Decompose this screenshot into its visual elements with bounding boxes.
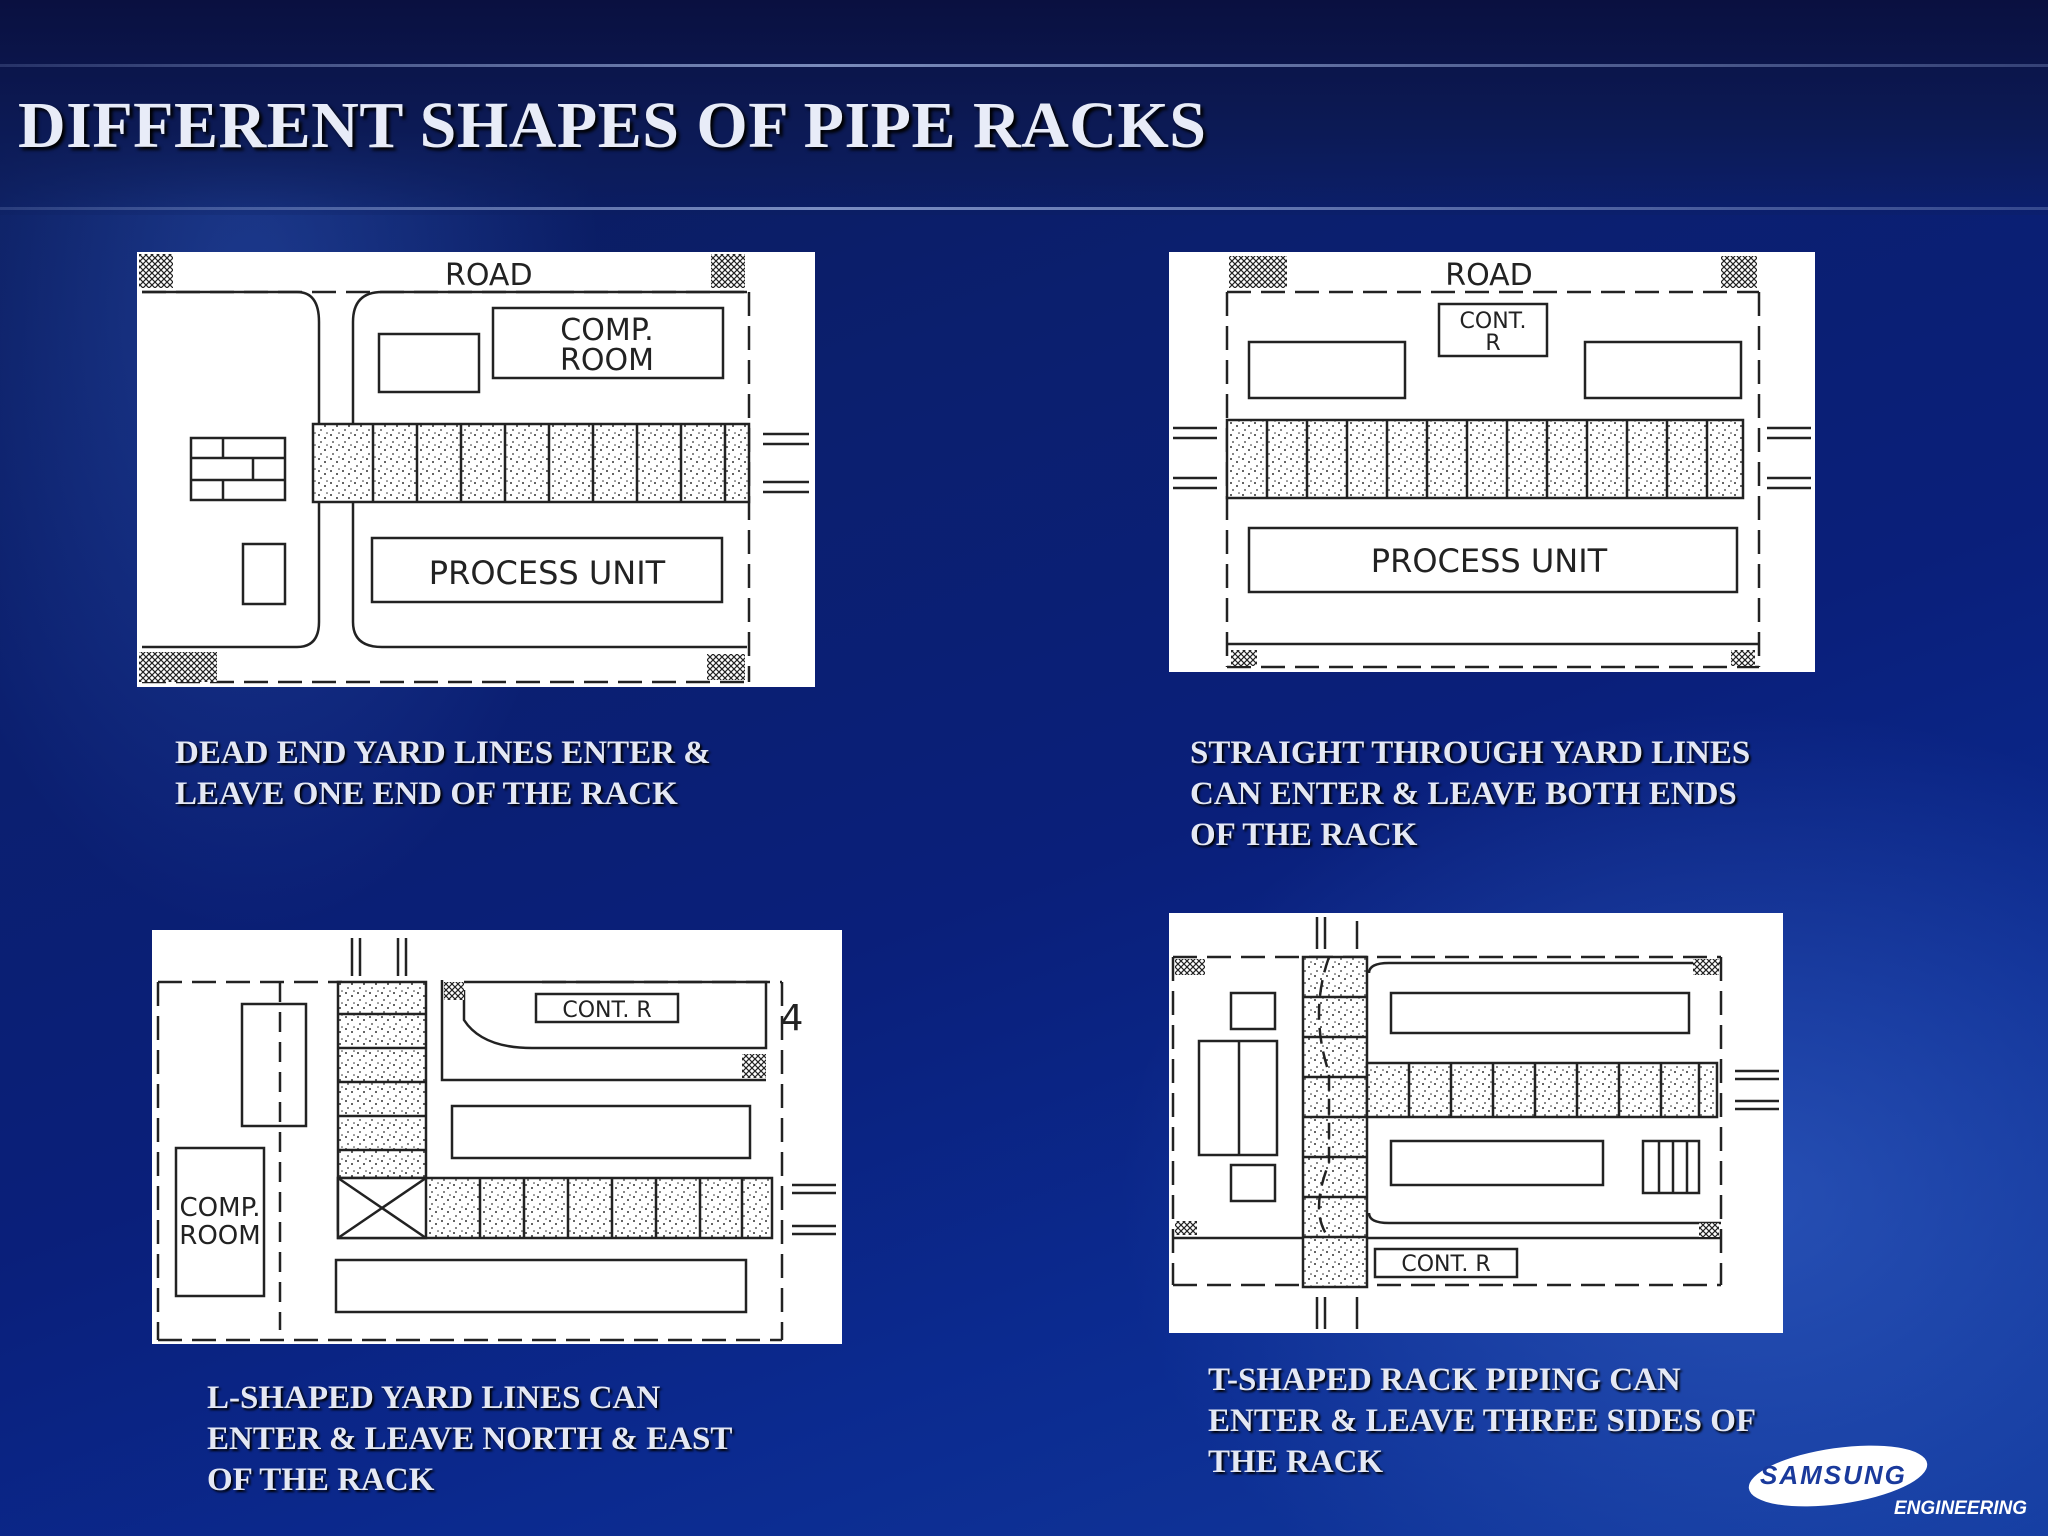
process-unit-label: PROCESS UNIT — [1371, 542, 1608, 580]
l-shaped-rack-diagram: CONT. R COMP. ROOM 4 — [152, 930, 842, 1344]
caption-line: ENTER & LEAVE THREE SIDES OF — [1208, 1403, 1757, 1439]
caption-line: DEAD END YARD LINES ENTER & — [175, 735, 711, 771]
caption-line: LEAVE ONE END OF THE RACK — [175, 776, 678, 812]
caption-line: CAN ENTER & LEAVE BOTH ENDS — [1190, 776, 1737, 812]
caption-line: L-SHAPED YARD LINES CAN — [207, 1380, 661, 1416]
caption-line: ENTER & LEAVE NORTH & EAST — [207, 1421, 733, 1457]
caption-line: OF THE RACK — [207, 1462, 435, 1498]
t-shaped-rack-diagram: CONT. R — [1169, 913, 1783, 1333]
process-unit-label: PROCESS UNIT — [429, 554, 666, 592]
page-title: DIFFERENT SHAPES OF PIPE RACKS — [18, 89, 1207, 162]
title-band — [0, 0, 2048, 215]
caption-line: STRAIGHT THROUGH YARD LINES — [1190, 735, 1751, 771]
comp-room-label-2: ROOM — [560, 343, 654, 378]
logo-brand: SAMSUNG — [1760, 1460, 1907, 1490]
caption-line: T-SHAPED RACK PIPING CAN — [1208, 1362, 1681, 1398]
cont-r-label: CONT. R — [1401, 1252, 1490, 1277]
cont-r-label: CONT. — [1460, 309, 1527, 334]
cont-r-label-2: R — [1485, 331, 1500, 356]
comp-room-label: COMP. — [180, 1193, 261, 1223]
title-divider — [0, 207, 2048, 210]
dead-end-caption: DEAD END YARD LINES ENTER & LEAVE ONE EN… — [175, 733, 711, 815]
dead-end-rack-diagram: ROAD COMP. ROOM PROCESS UNIT — [137, 252, 815, 687]
comp-room-label-2: ROOM — [179, 1221, 260, 1251]
north-mark: 4 — [781, 998, 804, 1039]
top-divider — [0, 64, 2048, 67]
samsung-engineering-logo: SAMSUNG ENGINEERING — [1744, 1435, 2038, 1528]
caption-line: OF THE RACK — [1190, 817, 1418, 853]
road-label: ROAD — [445, 258, 533, 293]
straight-through-rack-diagram: ROAD CONT. R PROCESS UNIT — [1169, 252, 1815, 672]
straight-through-caption: STRAIGHT THROUGH YARD LINES CAN ENTER & … — [1190, 733, 1750, 856]
t-shaped-caption: T-SHAPED RACK PIPING CAN ENTER & LEAVE T… — [1208, 1360, 1756, 1483]
comp-room-label: COMP. — [560, 313, 653, 348]
cont-r-label: CONT. R — [562, 998, 651, 1023]
caption-line: THE RACK — [1208, 1444, 1384, 1480]
l-shaped-caption: L-SHAPED YARD LINES CAN ENTER & LEAVE NO… — [207, 1378, 732, 1501]
logo-subtitle: ENGINEERING — [1894, 1498, 2028, 1519]
road-label: ROAD — [1445, 258, 1533, 293]
